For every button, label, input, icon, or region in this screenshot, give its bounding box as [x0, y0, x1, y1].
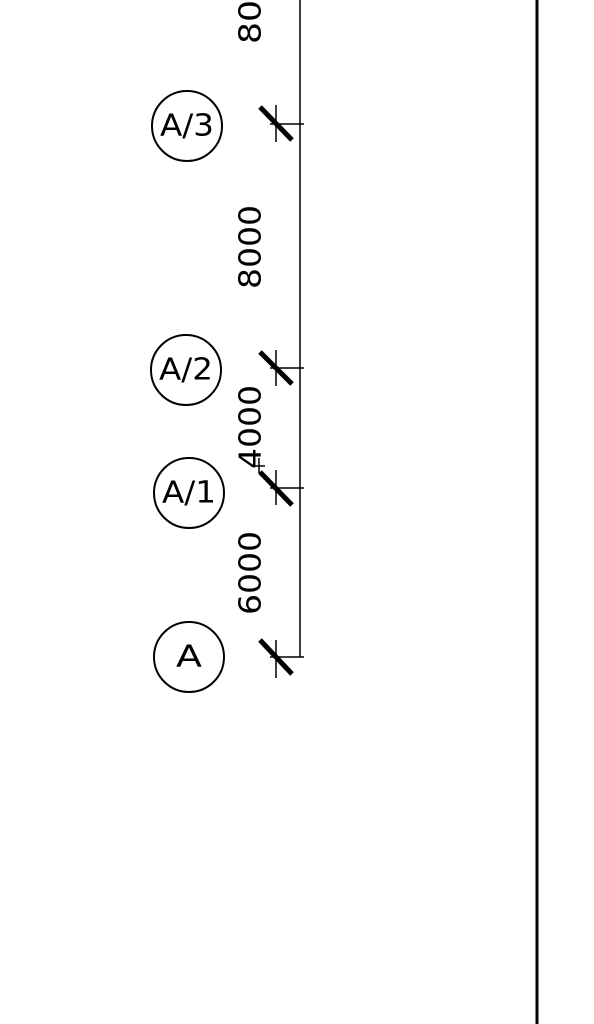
dimension-tick-a	[258, 638, 294, 676]
dimension-8000: 8000	[234, 205, 269, 289]
dimension-tick-a3	[258, 105, 294, 142]
dimension-tick-a1	[258, 470, 294, 507]
axis-bubble-a1: A/1	[153, 457, 225, 529]
dimension-tick-a2	[258, 350, 294, 386]
axis-bubble-a2: A/2	[150, 334, 222, 406]
axis-bubble-a: A	[153, 621, 225, 693]
axis-bubble-circle-a2	[150, 334, 222, 406]
dimension-4000: 4000	[234, 385, 269, 469]
axis-bubble-circle-a	[153, 621, 225, 693]
axis-label-a: A	[176, 640, 203, 675]
dimension-80: 80	[234, 0, 269, 44]
axis-label-a1: A/1	[162, 476, 216, 511]
axis-bubble-circle-a3	[151, 90, 223, 162]
axis-bubble-circle-a1	[153, 457, 225, 529]
axis-bubble-a3: A/3	[151, 90, 223, 162]
axis-label-a2: A/2	[159, 353, 213, 388]
dimension-6000: 6000	[234, 531, 269, 615]
axis-label-a3: A/3	[160, 109, 214, 144]
